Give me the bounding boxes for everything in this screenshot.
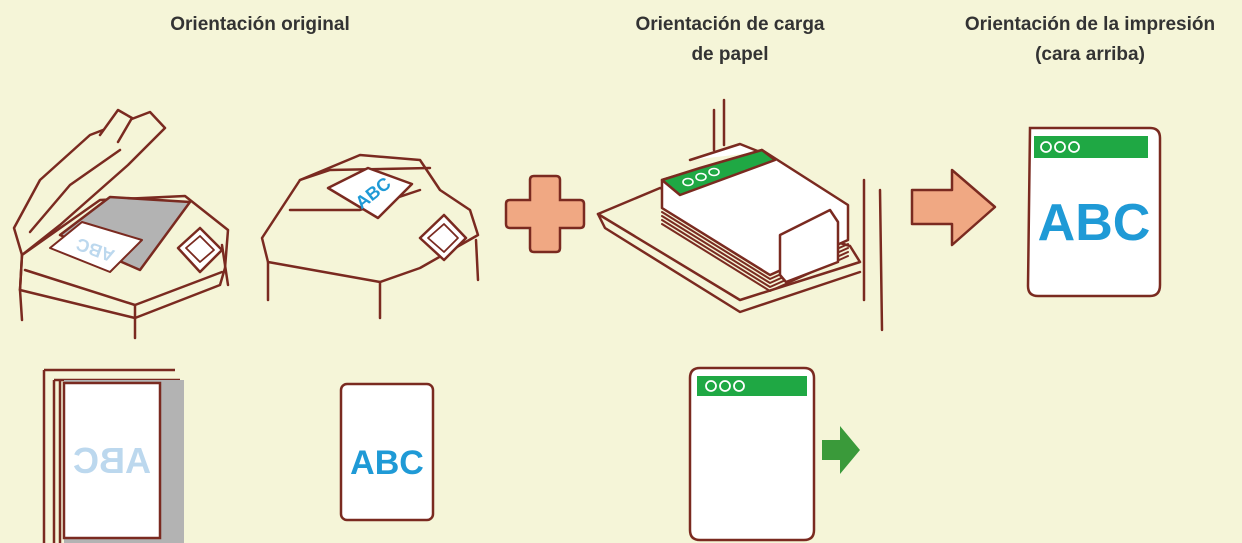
scanner-adf-illustration xyxy=(260,153,480,320)
original-document-sheet xyxy=(339,382,435,522)
loaded-paper-sheet xyxy=(688,366,816,542)
tray-sheet-circles xyxy=(682,167,720,187)
heading-print-line1: Orientación de la impresión xyxy=(964,14,1216,35)
original-abc-text: ABC xyxy=(350,444,424,482)
platen-mirrored-abc-text: ABC xyxy=(73,440,151,481)
paper-tray-illustration xyxy=(596,98,884,332)
heading-print-line2: (cara arriba) xyxy=(1035,44,1145,65)
heading-print-orientation: Orientación de la impresión (cara arriba… xyxy=(920,10,1242,70)
platen-top-view xyxy=(42,368,184,543)
orange-arrow-icon xyxy=(910,168,997,247)
scanner-platen-illustration xyxy=(12,108,230,340)
heading-paper-line2: de papel xyxy=(691,44,769,65)
heading-original-orientation: Orientación original xyxy=(100,10,420,40)
heading-paper-line1: Orientación de carga xyxy=(635,14,825,35)
printed-page-illustration xyxy=(1026,126,1162,298)
green-arrow-icon xyxy=(822,426,860,474)
printed-abc-text: ABC xyxy=(1038,194,1151,252)
heading-paper-loading-orientation: Orientación de carga de papel xyxy=(580,10,880,70)
heading-original-text: Orientación original xyxy=(170,14,350,35)
plus-icon xyxy=(504,174,586,254)
